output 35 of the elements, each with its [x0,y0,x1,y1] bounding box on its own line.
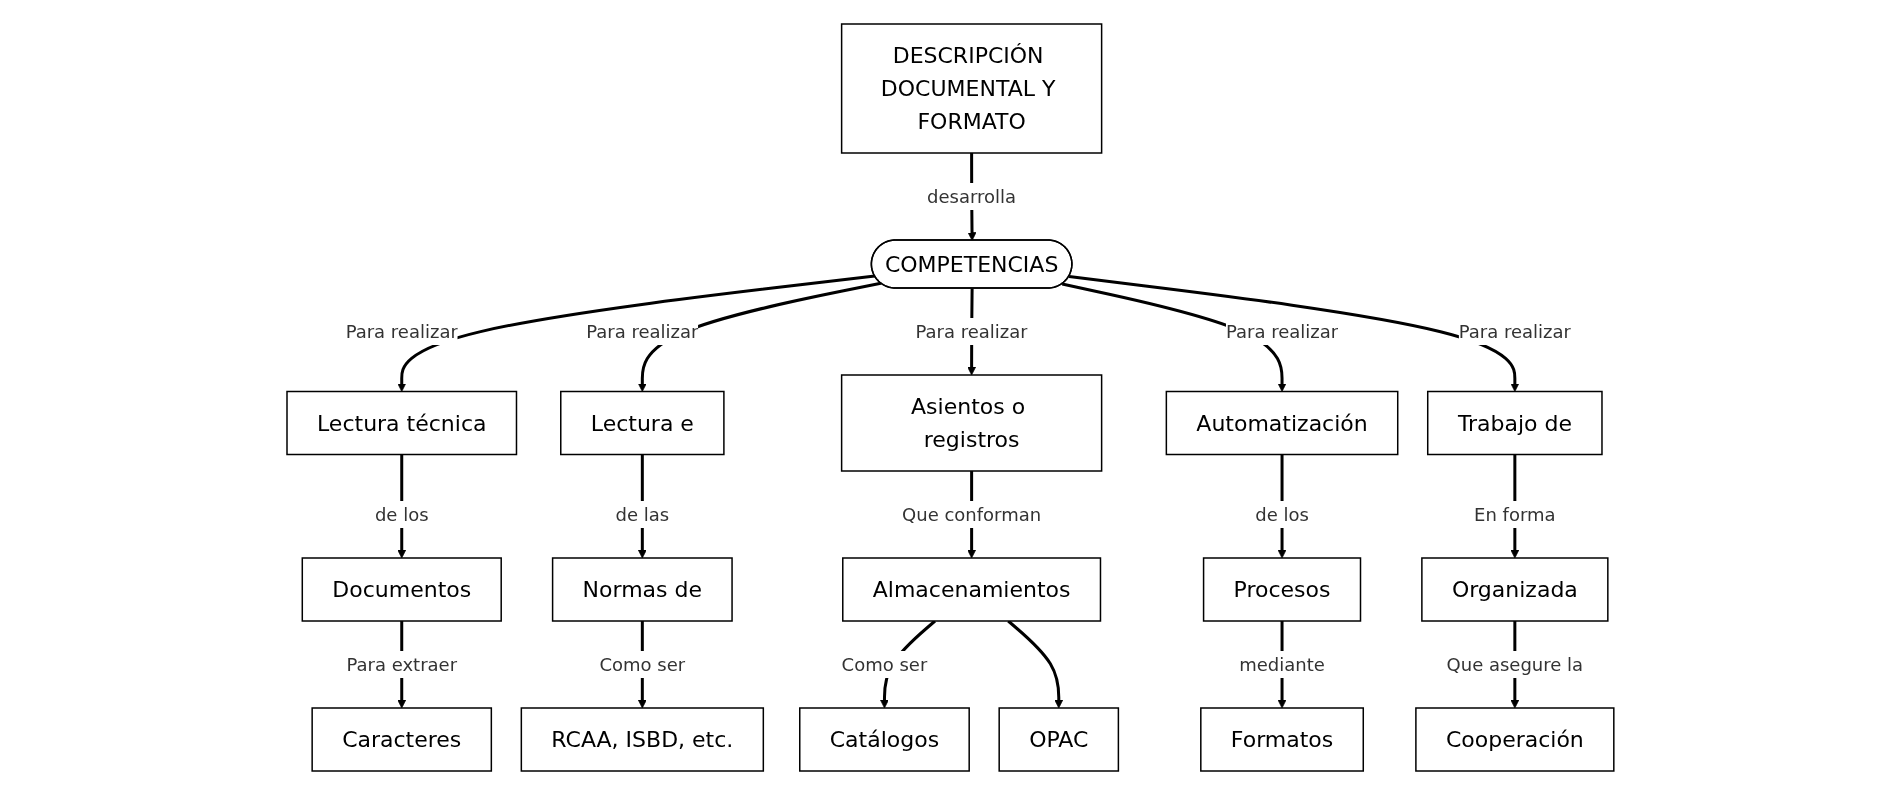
edge-label: de los [375,504,429,525]
edge-label: Para realizar [1226,321,1339,342]
edge-label: mediante [1239,654,1325,675]
arrow [397,274,876,392]
node-box: Formatos [1200,707,1365,772]
edge-label: de las [615,504,670,525]
edge-label: Que asegure la [1446,654,1584,675]
edge-label: de los [1255,504,1309,525]
node-box: Caracteres [311,707,493,772]
edge-label: Para realizar [915,321,1028,342]
node-box: Lectura e [560,390,725,456]
node-box: Lectura técnica [286,390,518,456]
node-box: OPAC [998,707,1120,772]
edge-label: Para extraer [346,654,458,675]
node-box: Automatización [1165,390,1399,456]
edge-label: En forma [1474,504,1556,525]
node-box: Almacenamientos [842,557,1102,622]
arrow [1069,275,1520,392]
edge-label: Para realizar [1458,321,1572,342]
node-box: Documentos [301,557,503,622]
edge-label: Para realizar [345,321,458,342]
node-box: RCAA, ISBD, etc. [520,707,765,772]
node-box: Cooperación [1415,707,1615,772]
node-box: Catálogos [799,707,970,772]
node-box: Procesos [1202,557,1362,622]
node-box: DESCRIPCIÓN DOCUMENTAL Y FORMATO [840,23,1103,154]
edge-label: desarrolla [927,186,1017,207]
node-box: Trabajo de [1427,390,1603,456]
edge-label: Para realizar [586,321,699,342]
edge-label: Que conforman [902,504,1042,525]
edge-label: Como ser [841,654,928,675]
node-box: Normas de [551,557,733,622]
edge-label: Como ser [599,654,686,675]
node-box: Asientos o registros [840,374,1103,472]
node-box: Organizada [1421,557,1609,622]
